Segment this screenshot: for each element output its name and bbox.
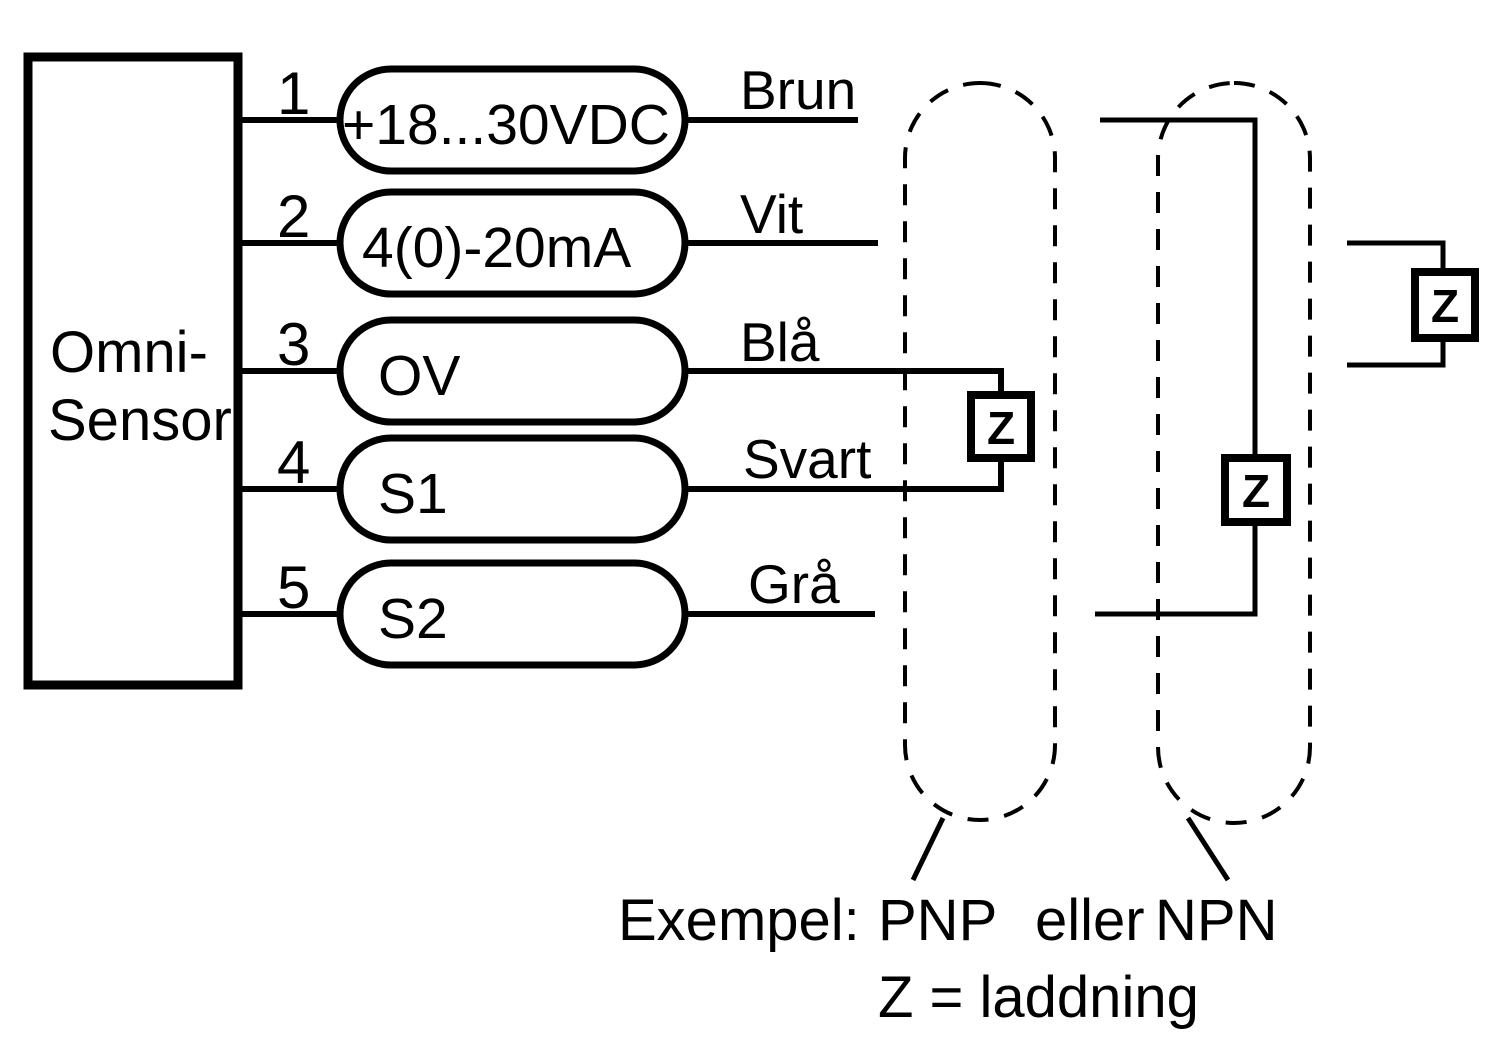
pin-number-3: 3 xyxy=(277,311,310,378)
load-symbol-pnp: Z xyxy=(987,402,1015,454)
terminal-label-2: 4(0)-20mA xyxy=(362,216,631,280)
sensor-label-line2: Sensor xyxy=(48,388,232,453)
terminal-label-4: S1 xyxy=(378,462,448,526)
load-symbol-external: Z xyxy=(1431,280,1459,332)
external-circuit-lower-line xyxy=(1347,338,1446,368)
pin-number-1: 1 xyxy=(277,60,310,127)
wire-line-bla xyxy=(685,368,1004,395)
pointer-line-pnp xyxy=(910,816,946,882)
pointer-line-npn xyxy=(1185,816,1231,882)
terminal-label-5: S2 xyxy=(378,587,448,651)
npn-circuit-lower-line xyxy=(1095,522,1258,617)
cable-outline-npn xyxy=(1156,81,1312,825)
external-circuit-upper-line xyxy=(1347,240,1446,272)
wire-color-label-svart: Svart xyxy=(743,428,871,490)
cable-outline-pnp xyxy=(903,81,1057,822)
wire-color-label-brun: Brun xyxy=(740,59,856,121)
load-box-pnp xyxy=(967,391,1035,462)
npn-circuit-upper-line xyxy=(1100,117,1258,458)
sensor-label-line1: Omni- xyxy=(50,320,208,385)
load-symbol-npn: Z xyxy=(1242,465,1270,517)
caption-conjunction: eller xyxy=(1035,888,1145,953)
caption-legend: Z = laddning xyxy=(878,965,1199,1030)
terminal-label-3: OV xyxy=(378,344,460,408)
pin-number-4: 4 xyxy=(277,429,310,496)
pin-number-5: 5 xyxy=(277,554,310,621)
wire-line-svart xyxy=(685,458,1004,492)
pin-number-2: 2 xyxy=(277,183,310,250)
wire-color-label-bla: Blå xyxy=(740,311,820,373)
terminal-label-1: +18...30VDC xyxy=(342,93,670,157)
caption-npn: NPN xyxy=(1155,888,1277,953)
wire-color-label-vit: Vit xyxy=(740,183,803,245)
caption-pnp: PNP xyxy=(878,888,997,953)
caption-prefix: Exempel: xyxy=(618,888,860,953)
wire-color-label-gra: Grå xyxy=(748,553,840,615)
